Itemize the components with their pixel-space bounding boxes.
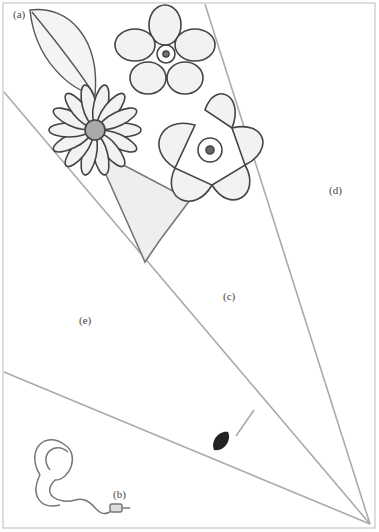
seed (213, 432, 229, 450)
earphones (35, 440, 130, 514)
bouquet (49, 5, 263, 262)
daisy-flower (49, 84, 141, 177)
frame (3, 3, 375, 528)
flower (159, 94, 263, 201)
panel-label: (b) (112, 488, 127, 501)
flower (115, 5, 215, 94)
sight-lines (4, 4, 370, 524)
leaf (30, 10, 96, 95)
panel-label: (a) (12, 8, 26, 21)
panel-label: (e) (78, 314, 92, 327)
panel-label: (c) (222, 290, 236, 303)
flower-center (85, 120, 105, 140)
panel-label: (d) (328, 184, 343, 197)
